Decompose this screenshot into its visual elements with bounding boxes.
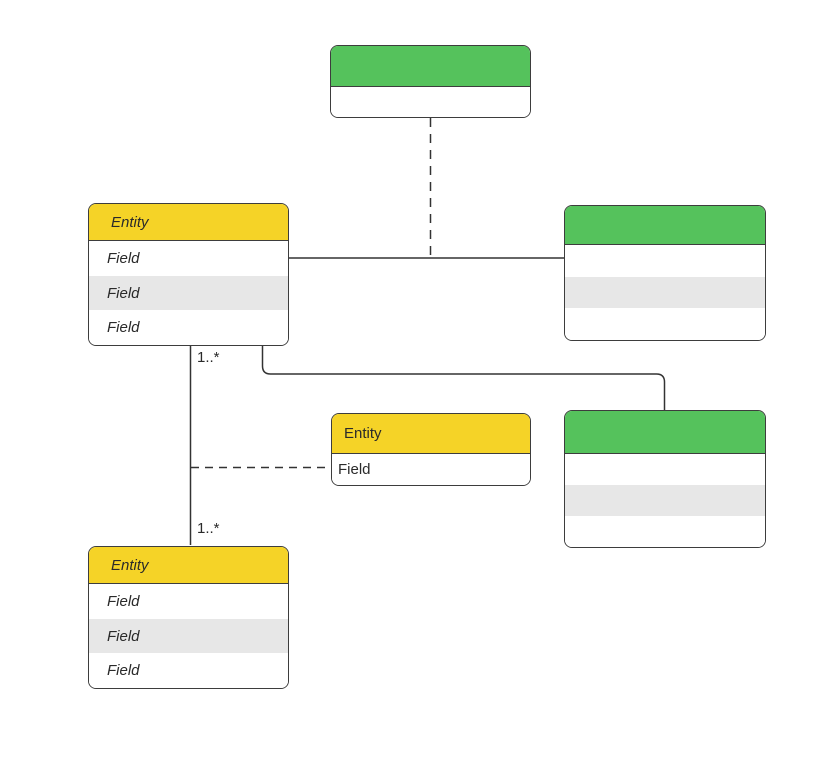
entity-lower-green[interactable]: [564, 410, 766, 548]
entity-bottom-yellow[interactable]: Entity Field Field Field: [88, 546, 289, 689]
field-row[interactable]: Field: [89, 275, 288, 311]
entity-top-green-header[interactable]: [331, 46, 530, 87]
entity-mid-yellow[interactable]: Entity Field: [331, 413, 531, 486]
multiplicity-label-lower[interactable]: 1..*: [197, 520, 220, 537]
field-row[interactable]: Field: [332, 454, 530, 485]
field-row[interactable]: [565, 516, 765, 547]
field-row[interactable]: [565, 245, 765, 277]
entity-title: Entity: [344, 425, 382, 442]
field-row[interactable]: Field: [89, 310, 288, 345]
field-label: Field: [107, 284, 140, 302]
entity-right-green[interactable]: [564, 205, 766, 341]
field-label: Field: [107, 592, 140, 610]
entity-lower-green-header[interactable]: [565, 411, 765, 454]
field-row[interactable]: [565, 454, 765, 485]
field-label: Field: [107, 662, 140, 680]
field-label: Field: [107, 319, 140, 337]
field-row[interactable]: Field: [89, 653, 288, 688]
entity-mid-yellow-header[interactable]: Entity: [332, 414, 530, 454]
entity-left-yellow[interactable]: Entity Field Field Field: [88, 203, 289, 346]
field-row[interactable]: [565, 485, 765, 516]
field-label: Field: [107, 249, 140, 267]
field-label: Field: [338, 461, 371, 478]
field-row[interactable]: [565, 276, 765, 309]
field-label: Field: [107, 627, 140, 645]
entity-left-yellow-header[interactable]: Entity: [89, 204, 288, 241]
entity-top-green-body-row[interactable]: [331, 87, 530, 117]
entity-right-green-header[interactable]: [565, 206, 765, 245]
entity-title: Entity: [111, 213, 149, 231]
entity-top-green[interactable]: [330, 45, 531, 118]
connector-left-yellow-to-lower-green[interactable]: [261, 346, 666, 410]
field-row[interactable]: Field: [89, 584, 288, 619]
field-row[interactable]: Field: [89, 241, 288, 276]
multiplicity-label-upper[interactable]: 1..*: [197, 349, 220, 366]
entity-bottom-yellow-header[interactable]: Entity: [89, 547, 288, 584]
field-row[interactable]: [565, 308, 765, 340]
entity-title: Entity: [111, 556, 149, 574]
field-row[interactable]: Field: [89, 618, 288, 654]
